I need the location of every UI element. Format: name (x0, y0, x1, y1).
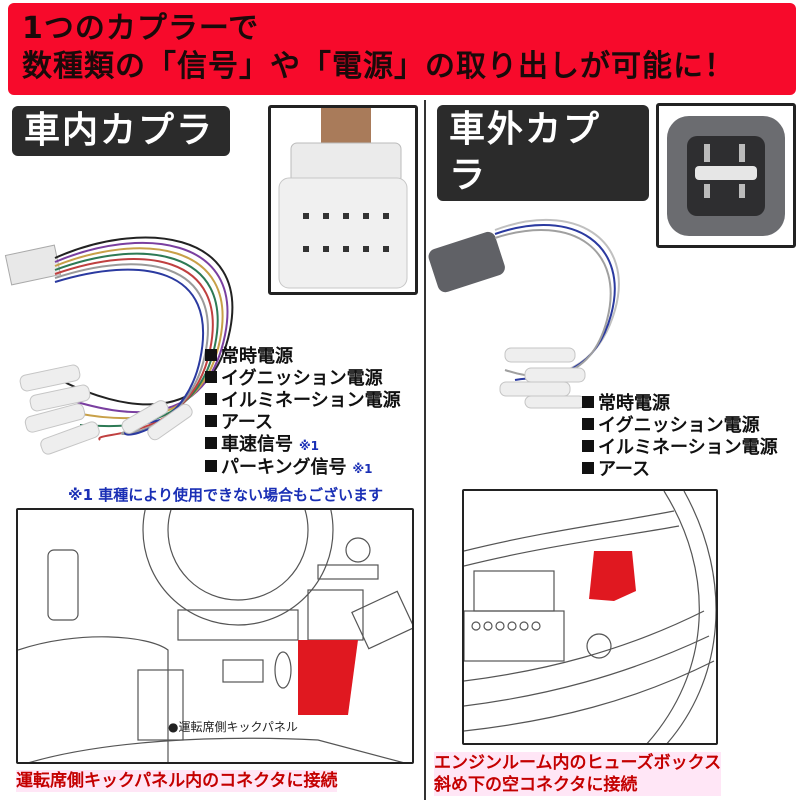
exterior-caption-line-2: 斜め下の空コネクタに接続 (434, 775, 638, 795)
engine-bay-line-drawing (464, 491, 716, 743)
note-marker: ※1 (352, 462, 373, 476)
bullet-square-icon (582, 418, 594, 430)
note-marker: ※1 (299, 439, 320, 453)
bullet-square-icon (582, 396, 594, 408)
interior-coupler-tag: 車内カプラ (12, 106, 230, 156)
feature-item: アース (582, 459, 778, 481)
bullet-square-icon (582, 440, 594, 452)
feature-item: 車速信号※1 (205, 434, 401, 457)
bullet-square-icon (582, 462, 594, 474)
interior-connector-closeup (268, 105, 418, 295)
bullet-square-icon (205, 349, 217, 361)
feature-item: イルミネーション電源 (582, 437, 778, 459)
interior-harness-image (4, 236, 234, 455)
exterior-coupler-tag: 車外カプラ (437, 105, 649, 201)
feature-item: イグニッション電源 (582, 415, 778, 437)
exterior-caption-line-1: エンジンルーム内のヒューズボックス (434, 753, 722, 773)
interior-feature-list: 常時電源 イグニッション電源 イルミネーション電源 アース 車速信号※1 パーキ… (205, 346, 401, 480)
feature-item: アース (205, 412, 401, 434)
feature-item: パーキング信号※1 (205, 457, 401, 480)
exterior-install-caption: エンジンルーム内のヒューズボックス 斜め下の空コネクタに接続 (434, 752, 722, 796)
exterior-feature-list: 常時電源 イグニッション電源 イルミネーション電源 アース (582, 393, 778, 481)
exterior-location-diagram (462, 489, 718, 745)
footnote: ※1 車種により使用できない場合もございます (68, 486, 383, 504)
interior-location-diagram: ●運転席側キックパネル (16, 508, 414, 764)
exterior-harness-image (428, 219, 620, 409)
exterior-connector-closeup (656, 103, 796, 248)
dashboard-line-drawing (18, 510, 412, 762)
headline-banner: 1つのカプラーで 数種類の「信号」や「電源」の取り出しが可能に！ (8, 3, 796, 95)
interior-install-caption: 運転席側キックパネル内のコネクタに接続 (16, 770, 338, 792)
feature-item: イルミネーション電源 (205, 390, 401, 412)
feature-item: 常時電源 (205, 346, 401, 368)
headline-line-1: 1つのカプラーで (22, 11, 260, 46)
bullet-square-icon (205, 393, 217, 405)
feature-item: イグニッション電源 (205, 368, 401, 390)
gray-connector-icon (667, 116, 785, 236)
feature-item: 常時電源 (582, 393, 778, 415)
white-connector-icon (278, 108, 408, 289)
bullet-square-icon (205, 460, 217, 472)
section-divider (424, 100, 426, 800)
bullet-square-icon (205, 437, 217, 449)
headline-line-2: 数種類の「信号」や「電源」の取り出しが可能に！ (22, 49, 735, 84)
bullet-square-icon (205, 371, 217, 383)
kick-panel-label: ●運転席側キックパネル (168, 720, 298, 734)
bullet-square-icon (205, 415, 217, 427)
